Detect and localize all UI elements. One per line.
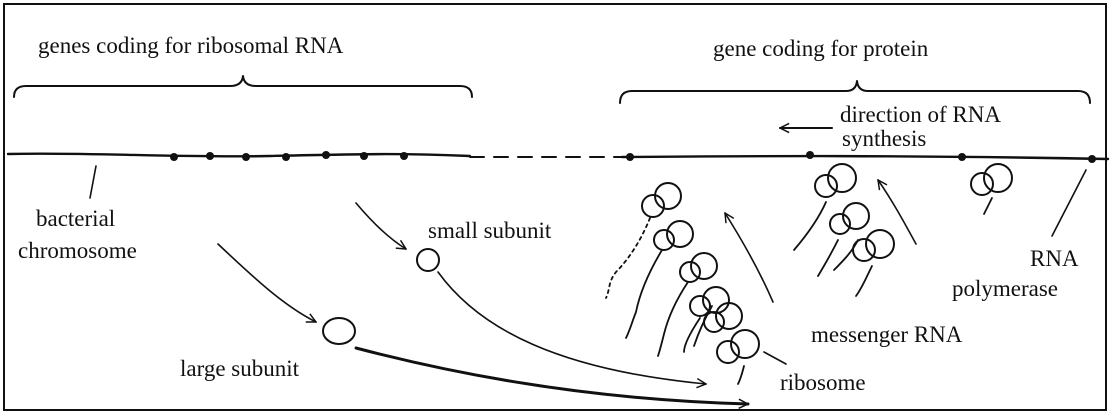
direction-label-line2: synthesis [842, 126, 927, 151]
gene-markers [170, 151, 1096, 163]
ribosome-cluster-left [641, 182, 760, 364]
direction-label-line1: direction of RNA [840, 102, 1001, 127]
small-to-ribosome-arrow [437, 271, 706, 384]
diagram-border [3, 3, 1107, 411]
large-subunit-shape [322, 317, 356, 345]
bacterial-label: bacterial [36, 206, 116, 231]
large-subunit-arrow [217, 243, 316, 323]
mrna-strands-right [793, 197, 993, 297]
protein-gene-label: gene coding for protein [713, 36, 929, 61]
chromosome-line-right [620, 154, 1110, 161]
mrna-strands-left [605, 217, 745, 385]
rrna-genes-label: genes coding for ribosomal RNA [38, 33, 344, 58]
chromosome-pointer [89, 165, 97, 199]
large-subunit-label: large subunit [180, 356, 300, 381]
rna-polymerase-pointer [1051, 169, 1087, 237]
ribosome-label: ribosome [780, 370, 866, 395]
translation-arrow-right [878, 180, 917, 245]
rna-polymerase-label-line1: RNA [1030, 246, 1079, 271]
small-subunit-arrow [355, 202, 406, 249]
rna-polymerase-label-line2: polymerase [952, 276, 1059, 301]
small-subunit-shape [416, 248, 440, 272]
translation-arrow-left [725, 213, 774, 303]
rrna-genes-brace [13, 75, 473, 98]
ribosome-cluster-right [814, 163, 1013, 262]
messenger-rna-label: messenger RNA [811, 322, 963, 347]
large-to-ribosome-arrow [354, 346, 750, 404]
ribosome-pointer [763, 351, 787, 365]
small-subunit-label: small subunit [428, 218, 552, 243]
protein-gene-brace [619, 80, 1091, 104]
chromosome-label: chromosome [18, 238, 137, 263]
